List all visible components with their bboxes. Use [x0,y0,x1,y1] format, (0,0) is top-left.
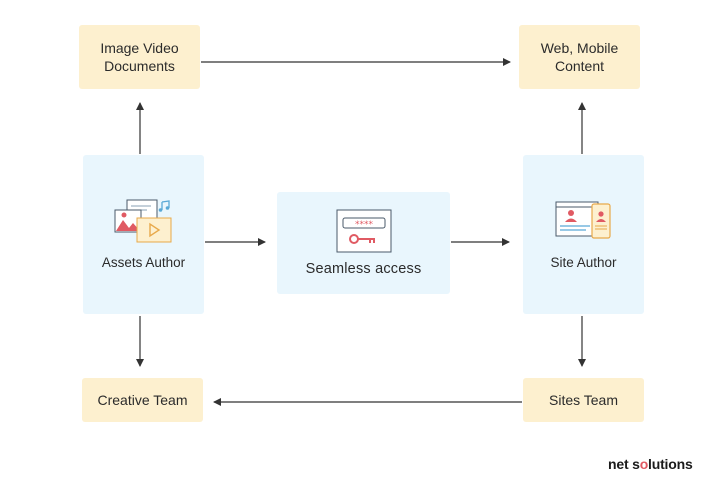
assets-author-node: Assets Author [83,155,204,314]
web-mobile-content-node: Web, Mobile Content [519,25,640,89]
creative-team-node: Creative Team [82,378,203,422]
assets-author-label: Assets Author [101,254,186,270]
creative-team-label: Creative Team [97,392,188,408]
sites-team-node: Sites Team [523,378,644,422]
site-author-label: Site Author [550,254,617,270]
seamless-access-node: **** Seamless access [277,192,450,294]
logo-text-part2: o [639,456,649,472]
logo-text-part1: net s [608,456,640,472]
site-layout-icon [555,201,611,239]
web-mobile-content-label: Web, Mobile Content [540,40,619,74]
image-video-documents-label: Image Video Documents [100,40,179,74]
net-solutions-logo: net solutions [608,456,693,472]
logo-text-part3: lutions [648,456,693,472]
sites-team-label: Sites Team [549,392,618,408]
svg-text:****: **** [355,220,374,230]
key-password-icon: **** [336,209,391,253]
media-assets-icon [114,199,171,242]
site-author-node: Site Author [523,155,644,314]
image-video-documents-node: Image Video Documents [79,25,200,89]
seamless-access-label: Seamless access [305,261,422,277]
